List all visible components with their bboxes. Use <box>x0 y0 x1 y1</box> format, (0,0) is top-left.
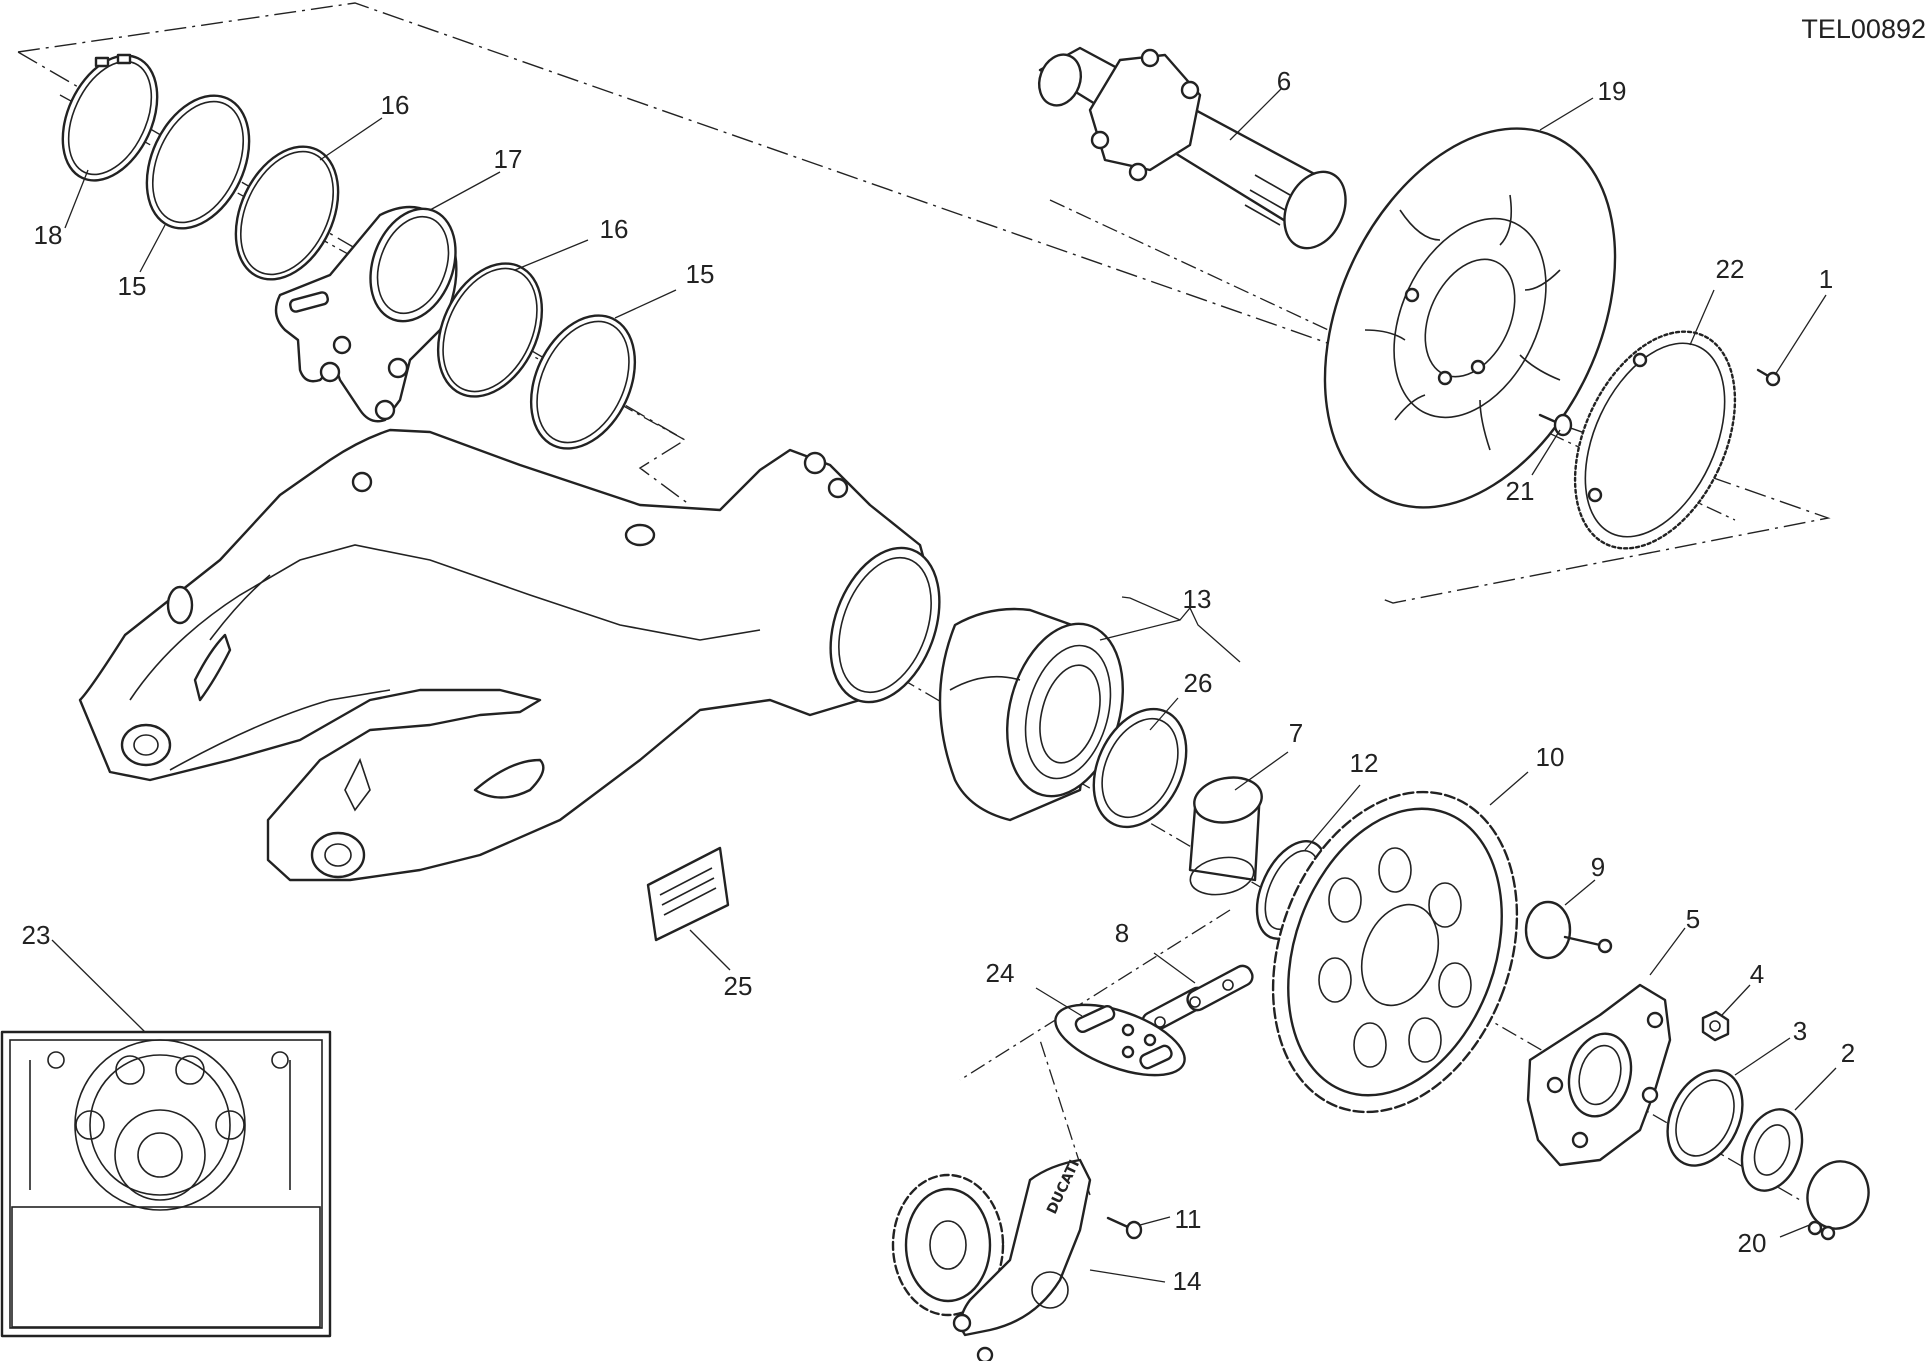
callout-5: 5 <box>1686 904 1700 934</box>
callout-10: 10 <box>1536 742 1565 772</box>
part-24-chain-link-kit <box>1054 1003 1186 1077</box>
callout-11: 11 <box>1175 1204 1202 1234</box>
part-15-ring-lower <box>529 314 637 450</box>
axis-line-cover <box>1039 1039 1091 1196</box>
callout-16-upper: 16 <box>381 90 410 120</box>
part-1-screw <box>1756 368 1781 387</box>
callout-15-upper: 15 <box>118 271 147 301</box>
part-25-label <box>646 846 730 942</box>
callout-25: 25 <box>724 971 753 1001</box>
part-22-abs-tone-ring <box>1573 330 1737 550</box>
part-14-sprocket-cover: DUCATI <box>952 1158 1092 1361</box>
part-2-ring-nut <box>1740 1108 1804 1192</box>
part-18-circlip <box>61 53 159 182</box>
callout-21: 21 <box>1506 476 1535 506</box>
callout-1: 1 <box>1819 264 1833 294</box>
part-23-sticker <box>0 1030 332 1338</box>
callout-24: 24 <box>986 958 1015 988</box>
part-6-rear-axle <box>1038 46 1347 250</box>
callout-16-lower: 16 <box>600 214 629 244</box>
callout-23: 23 <box>22 920 51 950</box>
assembly-outline <box>17 2 1831 604</box>
part-16-ring-upper <box>234 145 340 281</box>
callout-17: 17 <box>494 144 523 174</box>
part-20-clip <box>1806 1160 1870 1241</box>
callout-26: 26 <box>1184 668 1213 698</box>
drawing-code: TEL00892 <box>1801 14 1926 44</box>
part-21-disc-bolt <box>1538 413 1573 437</box>
callout-18: 18 <box>34 220 63 250</box>
callout-6: 6 <box>1277 66 1291 96</box>
part-11-screw <box>1106 1216 1143 1240</box>
part-19-brake-disc <box>1323 127 1617 509</box>
callout-4: 4 <box>1750 959 1764 989</box>
callout-12: 12 <box>1350 748 1379 778</box>
swingarm <box>78 428 941 882</box>
part-3-washer <box>1666 1069 1744 1167</box>
part-7-spacer <box>1188 776 1263 896</box>
callout-2: 2 <box>1841 1038 1855 1068</box>
callout-9: 9 <box>1591 852 1605 882</box>
callout-19: 19 <box>1598 76 1627 106</box>
leader-lines <box>51 87 1837 1283</box>
front-sprocket <box>891 1173 1005 1317</box>
axis-line-chain <box>959 909 1231 1081</box>
callout-3: 3 <box>1793 1016 1807 1046</box>
part-10-rear-sprocket <box>1271 790 1519 1114</box>
callout-20: 20 <box>1738 1228 1767 1258</box>
part-4-nut <box>1701 1010 1730 1042</box>
part-16-ring-lower <box>436 262 544 398</box>
part-9-damper <box>1524 900 1613 960</box>
callout-labels: 1 2 3 4 5 6 7 8 9 10 11 12 13 14 15 15 1… <box>22 66 1856 1296</box>
part-15-ring-upper <box>145 94 251 230</box>
part-17-caliper-bracket <box>274 205 458 423</box>
part-13-eccentric-hub <box>938 607 1125 822</box>
callout-22: 22 <box>1716 254 1745 284</box>
callout-7: 7 <box>1289 718 1303 748</box>
part-5-sprocket-carrier <box>1526 983 1672 1167</box>
callout-8: 8 <box>1115 918 1129 948</box>
callout-14: 14 <box>1173 1266 1202 1296</box>
part-8-chain-link <box>1141 964 1254 1034</box>
callout-15-lower: 15 <box>686 259 715 289</box>
callout-13: 13 <box>1183 584 1212 614</box>
